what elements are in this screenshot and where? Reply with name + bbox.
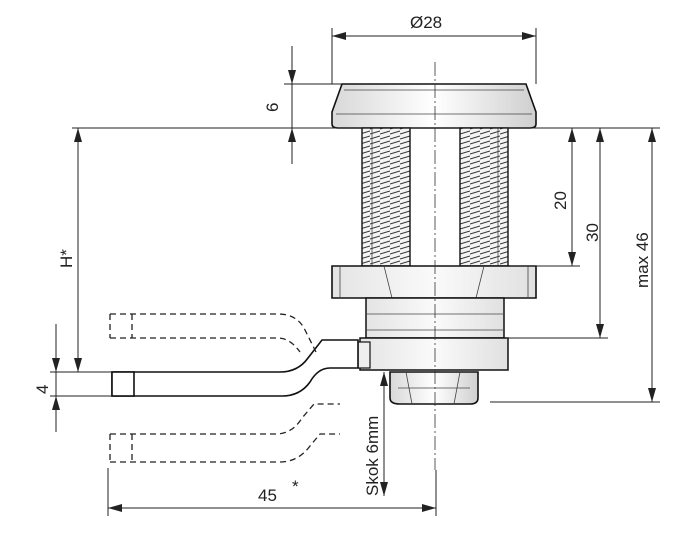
head-height-label: 6 — [263, 103, 282, 112]
length-45-label: 45 — [258, 486, 277, 505]
thread-30-label: 30 — [583, 223, 602, 242]
lower-body — [359, 337, 509, 371]
dimensions: Ø28 6 H* 4 20 30 — [33, 13, 660, 516]
cam-solid — [111, 339, 359, 397]
max-46-label: max 46 — [633, 232, 652, 288]
cam-lower-dashed — [110, 403, 340, 463]
hex-nut — [331, 265, 537, 299]
stroke-label: Skok 6mm — [363, 416, 382, 496]
cam-upper-dashed — [110, 313, 317, 353]
thread-right — [459, 127, 509, 267]
lock-body — [331, 62, 537, 470]
cam-arm — [109, 313, 359, 463]
thread-left — [361, 127, 411, 267]
length-45-asterisk: * — [292, 477, 299, 496]
cam-thickness-label: 4 — [33, 385, 52, 394]
lock-head — [331, 83, 537, 129]
thread-20-label: 20 — [551, 191, 570, 210]
diameter-label: Ø28 — [410, 13, 442, 32]
h-star-label: H* — [57, 249, 76, 268]
